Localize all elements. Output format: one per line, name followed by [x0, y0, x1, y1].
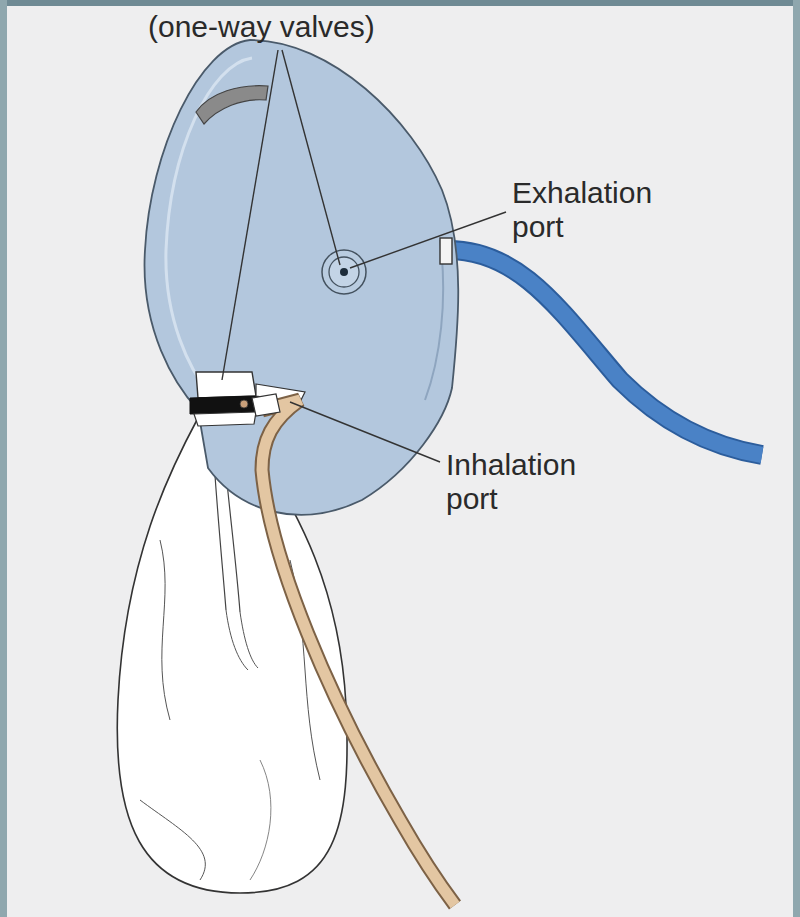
leader-lines: [222, 50, 506, 462]
top-edge: [0, 0, 800, 6]
leader-line: [282, 50, 340, 265]
face-mask: [145, 40, 459, 515]
port-label: Inhalation port: [446, 448, 576, 516]
port-label: Exhalation port: [512, 176, 652, 244]
leader-line: [222, 50, 278, 380]
right-edge: [793, 0, 800, 917]
leader-line: [290, 402, 440, 462]
valve-label: (one-way valves): [148, 10, 375, 44]
supply-tubing: [252, 394, 455, 905]
left-edge: [0, 0, 7, 917]
oxygen-tube: [448, 250, 762, 455]
leader-line: [350, 212, 506, 268]
